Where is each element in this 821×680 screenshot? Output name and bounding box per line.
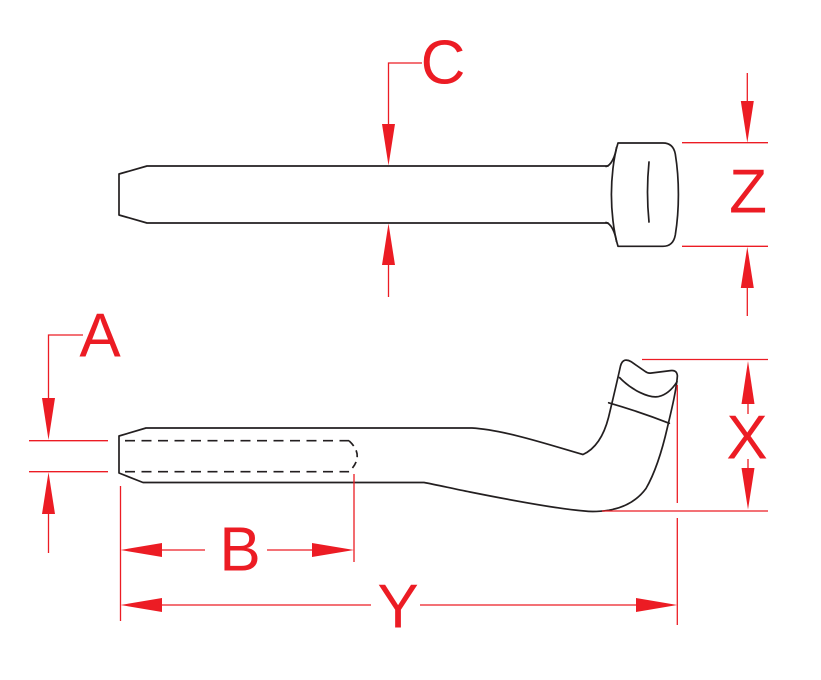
- top-view-part: [118, 142, 680, 248]
- dim-label-x: X: [726, 403, 768, 473]
- pin-shaft-outline: [118, 165, 609, 224]
- dim-y-group: [120, 385, 678, 625]
- hook-outline: [118, 359, 679, 513]
- dim-b-arrow-right-icon: [312, 543, 354, 557]
- dim-a-arrow-up-icon: [42, 472, 55, 514]
- hidden-bore-end-cap: [348, 440, 359, 473]
- dim-z-group: [682, 73, 768, 316]
- dim-x-arrow-down-icon: [741, 468, 755, 510]
- pin-head-outline: [610, 142, 680, 248]
- dim-a-group: [29, 334, 108, 553]
- dim-a-arrow-down-icon: [42, 398, 55, 440]
- hook-grind-line: [607, 401, 671, 425]
- dim-x-arrow-up-icon: [741, 361, 755, 404]
- dim-y-arrow-left-icon: [120, 598, 162, 612]
- dim-label-z: Z: [729, 157, 767, 227]
- dim-b-group: [119, 474, 355, 621]
- dim-c-arrow-up-icon: [382, 223, 395, 265]
- bottom-view-part: [118, 359, 679, 513]
- dim-label-c: C: [420, 28, 466, 98]
- dim-c-leader-line: [387, 62, 422, 124]
- pin-head-face-line: [646, 161, 650, 223]
- dim-y-arrow-right-icon: [636, 598, 678, 612]
- dim-c-group: [382, 62, 422, 297]
- dim-a-leader-line: [47, 334, 83, 398]
- dim-z-arrow-up-icon: [740, 246, 754, 288]
- dim-b-arrow-left-icon: [120, 543, 162, 557]
- dim-c-arrow-down-icon: [382, 124, 395, 166]
- dim-label-a: A: [79, 301, 121, 371]
- dim-label-b: B: [219, 515, 261, 585]
- dim-x-group: [602, 358, 768, 512]
- hook-tip-bevel-curve: [618, 376, 678, 398]
- dim-z-arrow-down-icon: [740, 101, 754, 143]
- dim-label-y: Y: [377, 572, 419, 642]
